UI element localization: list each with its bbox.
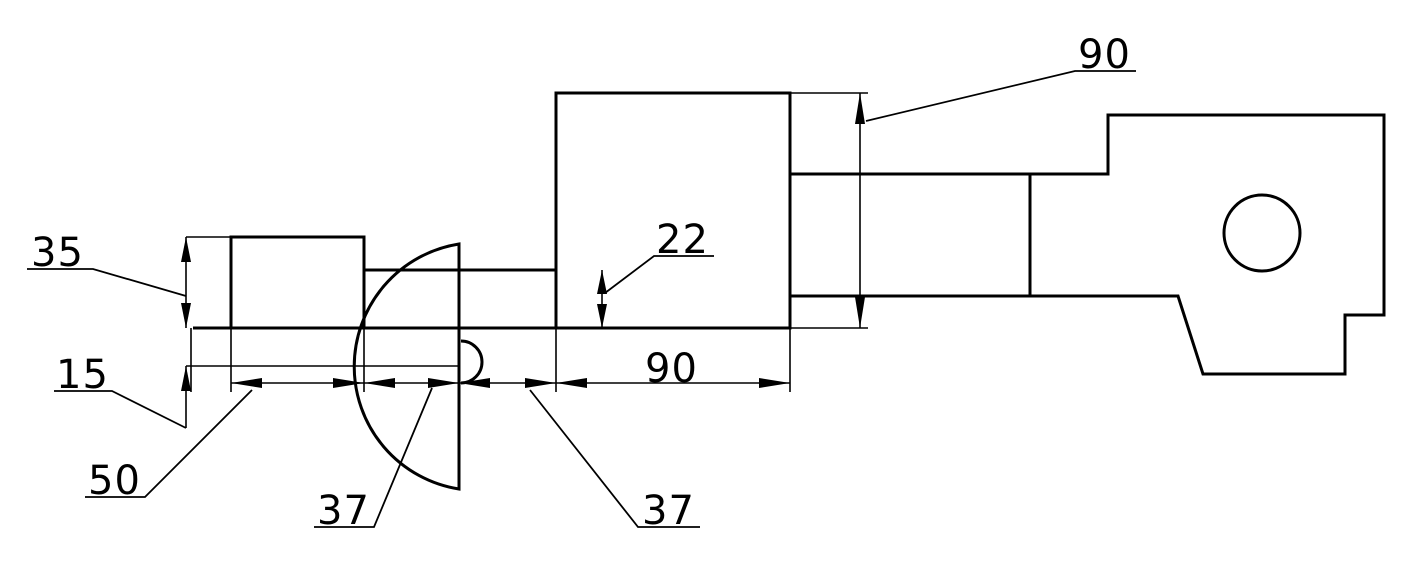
arrow-50-left xyxy=(231,378,262,388)
small-arc xyxy=(460,339,484,385)
extension-lines xyxy=(186,92,868,392)
label-35: 35 xyxy=(31,230,84,276)
dimension-labels: 35 15 50 37 37 90 22 90 xyxy=(31,32,1131,534)
left-block xyxy=(229,235,366,330)
arrow-90v-top xyxy=(855,93,865,124)
leader-37-left xyxy=(314,387,433,528)
label-37-right: 37 xyxy=(642,488,695,534)
arrow-37b-right xyxy=(525,378,556,388)
arrow-90v-bottom xyxy=(855,297,865,328)
arrow-37a-right xyxy=(428,378,459,388)
arrow-35-bottom xyxy=(181,303,191,328)
arrow-37a-left xyxy=(364,378,395,388)
arrowheads xyxy=(181,93,865,391)
semicircle-disc xyxy=(352,242,461,491)
label-90-bottom: 90 xyxy=(645,346,698,392)
middle-block xyxy=(554,91,792,330)
arrow-35-top xyxy=(181,237,191,262)
leader-35 xyxy=(27,268,187,297)
label-22: 22 xyxy=(656,217,709,263)
arrow-22-bottom xyxy=(597,304,607,328)
arrow-37b-left xyxy=(459,378,490,388)
label-50: 50 xyxy=(88,458,141,504)
right-part-outline xyxy=(1030,113,1386,376)
arrow-90-right xyxy=(759,378,790,388)
dimension-lines xyxy=(185,93,861,428)
arrow-50-right xyxy=(333,378,364,388)
leader-22 xyxy=(604,255,714,294)
connector-rect xyxy=(788,172,1032,298)
arrow-15-top xyxy=(181,366,191,391)
leader-lines xyxy=(27,70,1136,528)
arrow-22-top xyxy=(597,270,607,294)
arrow-90-left xyxy=(556,378,587,388)
label-90-top: 90 xyxy=(1078,32,1131,78)
leader-15 xyxy=(54,390,187,429)
hole-circle xyxy=(1222,193,1302,273)
label-15: 15 xyxy=(56,352,109,398)
leader-37-right xyxy=(529,389,700,528)
object-geometry xyxy=(193,91,1386,491)
label-37-left: 37 xyxy=(317,488,370,534)
leader-50 xyxy=(85,389,253,498)
leader-90-top xyxy=(865,70,1136,122)
